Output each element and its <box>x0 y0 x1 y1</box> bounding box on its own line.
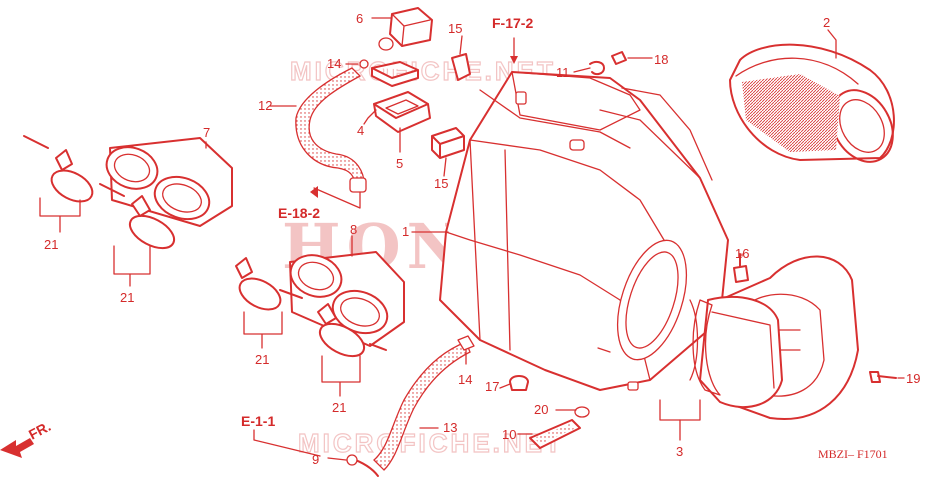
callout-2: 2 <box>823 15 830 30</box>
part-14-clip-lower <box>457 335 475 351</box>
part-9-clip <box>346 454 358 466</box>
part-17-grommet <box>509 375 529 391</box>
part-13-drain-tube <box>373 341 471 471</box>
callout-16: 16 <box>735 246 749 261</box>
callout-9: 9 <box>312 452 319 467</box>
part-4-pad <box>371 61 419 87</box>
cover-seal <box>692 299 721 396</box>
callout-13: 13 <box>443 420 457 435</box>
callout-12: 12 <box>258 98 272 113</box>
site-watermark-bottom: MICROFICHE.NET <box>298 428 564 458</box>
diagram-code: MBZI– F1701 <box>818 447 888 461</box>
callout-7: 7 <box>203 125 210 140</box>
part-16-bolt <box>733 253 749 283</box>
reference-e-1-1: E-1-1 <box>241 413 275 429</box>
callout-11: 11 <box>556 65 570 80</box>
part-7-intake-boots <box>105 137 233 227</box>
front-arrow: FR. <box>0 418 53 458</box>
callout-14-lower: 14 <box>458 372 472 387</box>
part-6-box <box>378 7 433 51</box>
part-5-holder <box>373 91 431 133</box>
part-19-screw <box>869 371 897 383</box>
air-filter-element <box>729 43 895 163</box>
callout-20: 20 <box>534 402 548 417</box>
part-15-block-lower <box>431 127 465 159</box>
band-clamps-lower <box>235 257 387 358</box>
callout-21-b: 21 <box>120 290 134 305</box>
callout-14-upper: 14 <box>327 56 341 71</box>
part-18-screw <box>611 51 627 65</box>
part-12-hose <box>295 67 365 191</box>
air-cleaner-cover <box>689 255 859 420</box>
callout-8: 8 <box>350 222 357 237</box>
callout-4: 4 <box>357 123 364 138</box>
callout-6: 6 <box>356 11 363 26</box>
callout-15-upper: 15 <box>448 21 462 36</box>
callout-21-d: 21 <box>332 400 346 415</box>
band-clamps-upper <box>23 135 176 250</box>
callout-1: 1 <box>402 224 409 239</box>
callout-10: 10 <box>502 427 516 442</box>
callout-21-a: 21 <box>44 237 58 252</box>
leader-lines <box>39 17 905 461</box>
callout-19: 19 <box>906 371 920 386</box>
callout-5: 5 <box>396 156 403 171</box>
callout-3: 3 <box>676 444 683 459</box>
part-8-intake-boots <box>289 251 405 347</box>
part-15-block-upper <box>451 53 471 81</box>
reference-e-18-2: E-18-2 <box>278 205 320 221</box>
air-cleaner-housing <box>439 71 729 391</box>
callout-21-c: 21 <box>255 352 269 367</box>
part-11-clip <box>589 60 605 76</box>
reference-f-17-2: F-17-2 <box>492 15 533 31</box>
callout-17: 17 <box>485 379 499 394</box>
part-20-clip <box>574 406 590 418</box>
callout-18: 18 <box>654 52 668 67</box>
part-14-clip-upper <box>359 59 369 69</box>
callout-15-lower: 15 <box>434 176 448 191</box>
